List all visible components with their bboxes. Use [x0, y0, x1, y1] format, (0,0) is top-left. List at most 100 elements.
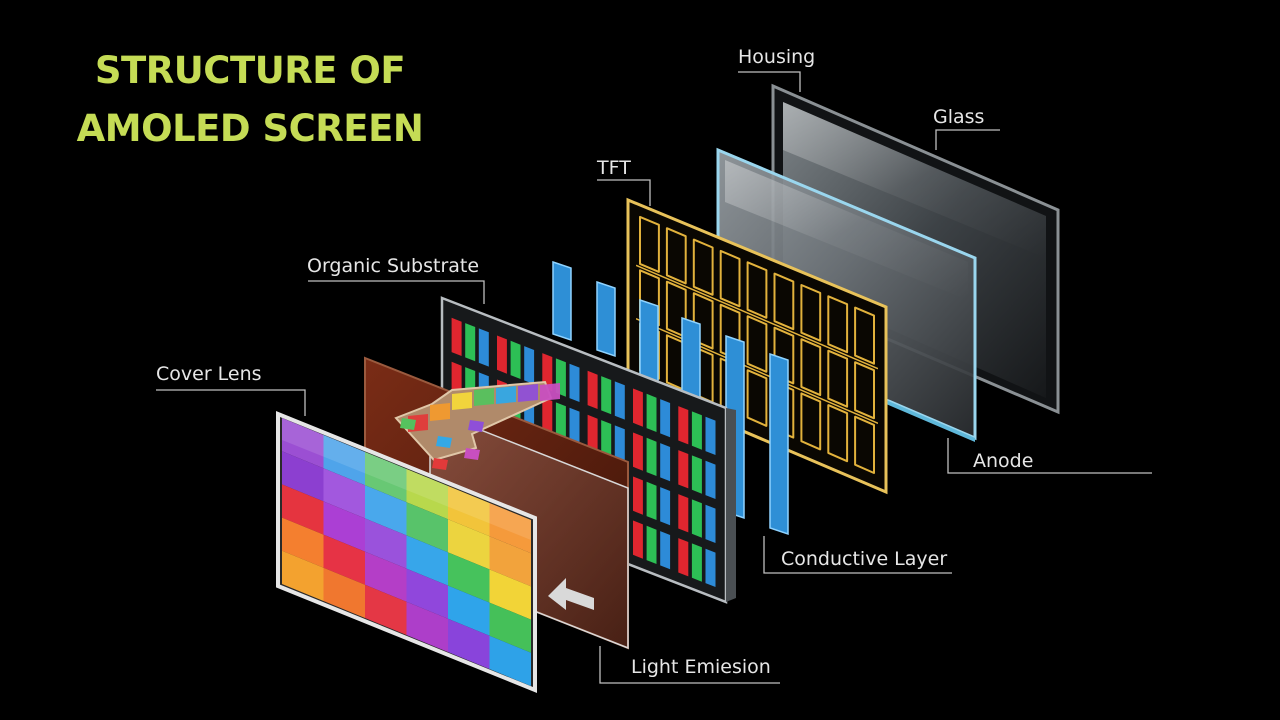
tft-circuit-cell	[800, 338, 822, 397]
substrate-subpixel	[555, 402, 566, 441]
tft-circuit-cell	[827, 404, 849, 463]
tft-circuit-cell	[639, 215, 660, 273]
substrate-subpixel	[691, 543, 702, 582]
diagram-title: STRUCTURE OF AMOLED SCREEN	[0, 42, 500, 158]
cover-lens-layer	[276, 411, 537, 693]
tft-circuit-cell	[800, 392, 822, 451]
organic-substrate-leader-line	[308, 280, 485, 304]
cover-lens-cell	[448, 618, 490, 669]
tft-circuit-cell	[746, 315, 768, 373]
cover-lens-cell	[323, 435, 365, 486]
cover-lens-cell	[489, 503, 531, 554]
anode-leader-line	[947, 438, 1152, 474]
title-line-1: STRUCTURE OF	[94, 49, 406, 92]
substrate-subpixel	[646, 437, 657, 476]
cover-lens-cell	[489, 536, 531, 587]
cover-lens-cell	[323, 534, 365, 585]
cover-lens-cell	[282, 517, 324, 568]
cover-lens-cell	[406, 535, 448, 586]
tft-circuit-cell	[773, 272, 795, 331]
cover-lens-cell	[489, 602, 531, 653]
tft-circuit-trace	[636, 317, 878, 425]
cover-lens-cell	[406, 469, 448, 520]
tft-circuit-cell	[692, 238, 714, 296]
substrate-subpixel	[569, 363, 580, 402]
light-direction-arrow-icon	[394, 380, 560, 470]
substrate-subpixel	[497, 335, 507, 374]
cover-lens-cell	[323, 567, 365, 618]
label-conductive-layer: Conductive Layer	[781, 548, 947, 570]
substrate-subpixel	[569, 407, 580, 446]
substrate-subpixel	[587, 370, 598, 409]
cover-lens-cell	[323, 501, 365, 552]
glass-leader-line	[935, 129, 1000, 150]
substrate-subpixel	[691, 499, 702, 538]
label-housing: Housing	[738, 46, 815, 68]
arrow-color-band	[518, 384, 538, 402]
tft-circuit-cell	[746, 369, 768, 427]
cover-lens-cell	[365, 584, 407, 635]
substrate-subpixel	[633, 520, 643, 559]
arrow-color-band	[432, 458, 448, 470]
cover-lens-cell	[282, 418, 324, 469]
substrate-subpixel	[614, 425, 625, 464]
substrate-subpixel	[542, 397, 553, 436]
tft-circuit-cell	[854, 361, 875, 420]
cover-lens-cell	[282, 550, 324, 601]
housing-leader-line	[738, 71, 801, 92]
substrate-subpixel	[705, 416, 716, 455]
tft-circuit-cell	[854, 415, 875, 474]
arrow-color-band	[400, 418, 416, 430]
tft-circuit-cell	[800, 284, 822, 342]
cover-lens-cell	[448, 486, 490, 537]
substrate-subpixel	[660, 399, 671, 438]
arrow-color-band	[452, 392, 472, 410]
title-line-2: AMOLED SCREEN	[76, 107, 424, 150]
substrate-subpixel	[646, 525, 657, 564]
arrow-color-band	[430, 403, 450, 421]
conductive-strip	[639, 298, 659, 386]
tft-circuit-cell	[746, 261, 768, 319]
cover-lens-cell	[282, 451, 324, 502]
substrate-subpixel	[451, 317, 462, 356]
substrate-subpixel	[705, 460, 716, 499]
substrate-subpixel	[510, 340, 521, 379]
substrate-subpixel	[633, 476, 643, 515]
label-light-emission: Light Emiesion	[631, 656, 771, 678]
substrate-subpixel	[691, 455, 702, 494]
tft-circuit-cell	[719, 249, 741, 308]
substrate-subpixel	[646, 481, 657, 520]
arrow-color-band	[474, 388, 494, 406]
label-tft: TFT	[596, 157, 631, 179]
cover-lens-color-grid	[282, 418, 531, 686]
substrate-subpixel	[646, 393, 657, 432]
tft-circuit-trace	[636, 264, 878, 370]
tft-circuit-cell	[827, 295, 849, 354]
cover-lens-cell	[448, 585, 490, 636]
tft-circuit-cell	[665, 227, 687, 285]
conductive-strip	[596, 280, 616, 358]
substrate-subpixel	[678, 538, 689, 577]
cover-lens-cell	[365, 452, 407, 503]
cover-lens-cell	[365, 518, 407, 569]
cover-lens-cell	[365, 551, 407, 602]
substrate-subpixel	[660, 487, 671, 526]
emission-direction-arrow-icon	[548, 578, 594, 610]
label-organic-substrate: Organic Substrate	[307, 255, 479, 277]
substrate-subpixel	[691, 411, 702, 450]
substrate-subpixel	[614, 381, 625, 420]
cover-lens-cell	[406, 502, 448, 553]
substrate-subpixel	[660, 443, 671, 482]
cover-lens-cell	[323, 468, 365, 519]
cover-lens-leader-line	[156, 389, 306, 416]
label-glass: Glass	[933, 106, 984, 128]
substrate-subpixel	[678, 406, 689, 445]
substrate-subpixel	[524, 346, 535, 385]
substrate-subpixel	[465, 323, 476, 362]
tft-circuit-cell	[827, 349, 849, 408]
conductive-strip	[769, 352, 789, 536]
substrate-subpixel	[478, 328, 489, 367]
substrate-subpixel	[678, 494, 689, 533]
arrow-color-band	[468, 420, 484, 432]
